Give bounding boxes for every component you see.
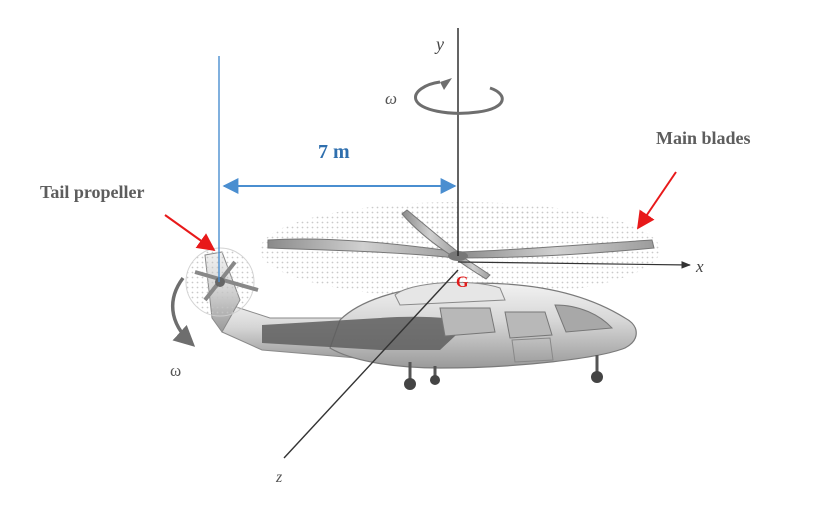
- tail-propeller-label: Tail propeller: [40, 182, 145, 202]
- distance-label: 7 m: [318, 141, 350, 163]
- circular-arrow-icon: [414, 78, 504, 115]
- z-axis-line: [283, 269, 459, 459]
- z-axis-label: z: [275, 469, 283, 486]
- tail-rotor: [185, 247, 259, 317]
- omega-main-label: ω: [385, 89, 397, 108]
- main-blades-label: Main blades: [656, 128, 751, 148]
- main-rotor-blades: [267, 209, 655, 280]
- tail-propeller-pointer: [164, 214, 216, 252]
- x-axis-line: [457, 261, 691, 269]
- y-axis-label: y: [434, 34, 444, 54]
- x-axis-label: x: [695, 257, 704, 276]
- curved-arrow-icon: [171, 276, 196, 347]
- center-of-mass-label: G: [456, 274, 469, 291]
- coordinate-axes: [283, 28, 691, 459]
- main-blades-pointer: [636, 171, 677, 230]
- omega-tail-label: ω: [170, 361, 181, 380]
- helicopter-body: [204, 251, 637, 390]
